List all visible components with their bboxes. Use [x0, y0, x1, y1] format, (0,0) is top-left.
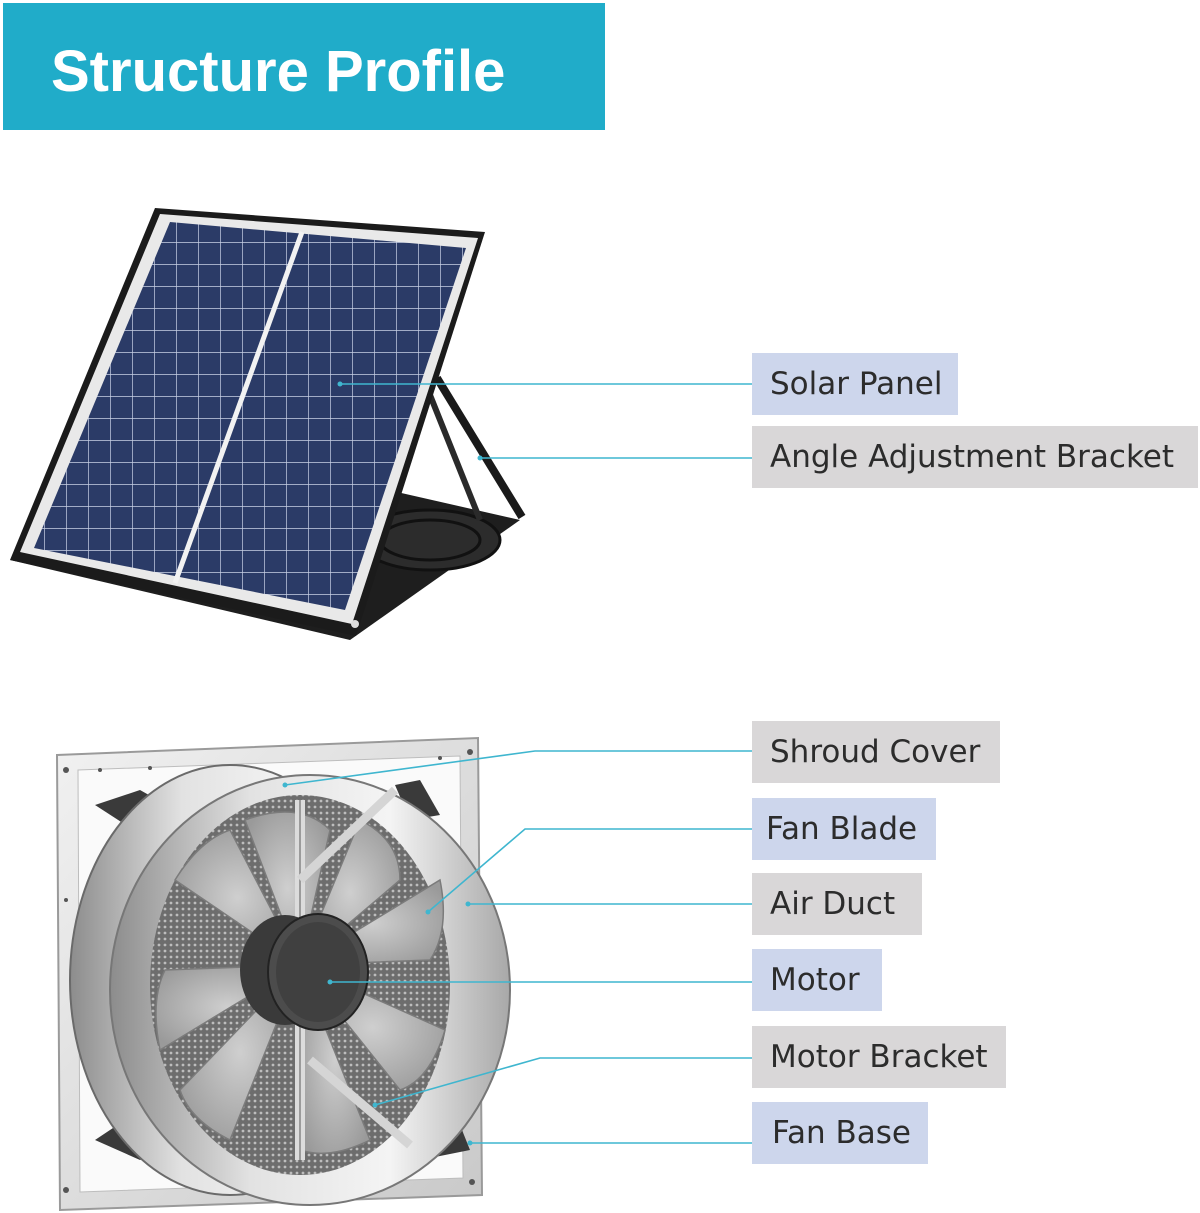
label-shroud-cover: Shroud Cover: [752, 721, 1000, 783]
label-air-duct: Air Duct: [752, 873, 922, 935]
label-motor-bracket: Motor Bracket: [752, 1026, 1006, 1088]
title-banner: Structure Profile: [3, 3, 605, 130]
leader-motor-bracket: [374, 1057, 752, 1106]
label-motor: Motor: [752, 949, 882, 1011]
leader-lines: [284, 383, 752, 1144]
label-angle-adjustment-bracket: Angle Adjustment Bracket: [752, 426, 1198, 488]
label-fan-base: Fan Base: [752, 1102, 928, 1164]
leader-fan-blade: [427, 828, 752, 913]
leader-shroud-cover: [284, 750, 752, 786]
solar-panel-illustration: [10, 208, 526, 640]
page-title: Structure Profile: [51, 39, 506, 104]
label-fan-blade: Fan Blade: [752, 798, 936, 860]
fan-illustration: [55, 736, 511, 1212]
label-solar-panel: Solar Panel: [752, 353, 958, 415]
